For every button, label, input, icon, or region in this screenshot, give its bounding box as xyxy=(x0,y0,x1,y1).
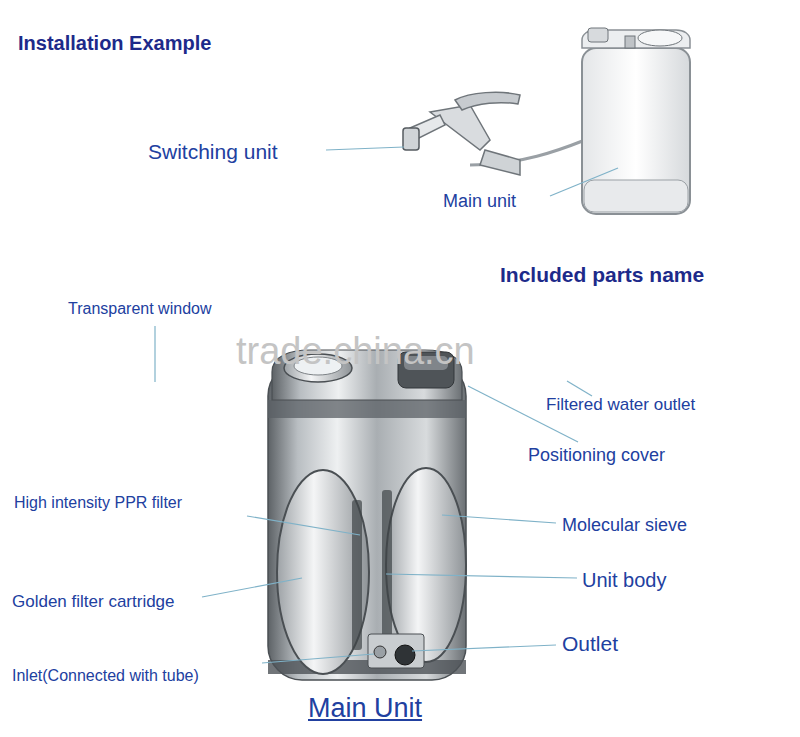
figure-caption: Main Unit xyxy=(308,693,422,724)
part-label: Inlet(Connected with tube) xyxy=(12,667,199,685)
section-heading: Included parts name xyxy=(500,263,704,287)
part-label: Positioning cover xyxy=(528,445,665,466)
watermark: trade.china.cn xyxy=(236,330,475,374)
section-heading: Installation Example xyxy=(18,32,211,55)
part-label: Switching unit xyxy=(148,140,278,164)
part-label: Outlet xyxy=(562,632,618,656)
part-label: Unit body xyxy=(582,569,667,592)
part-label: Molecular sieve xyxy=(562,515,687,536)
part-label: Golden filter cartridge xyxy=(12,592,175,612)
part-label: Filtered water outlet xyxy=(546,395,695,415)
main-unit-illustration xyxy=(268,350,466,680)
part-label: Transparent window xyxy=(68,300,211,318)
installation-illustration xyxy=(403,28,690,214)
part-label: High intensity PPR filter xyxy=(14,494,182,512)
part-label: Main unit xyxy=(443,191,516,212)
